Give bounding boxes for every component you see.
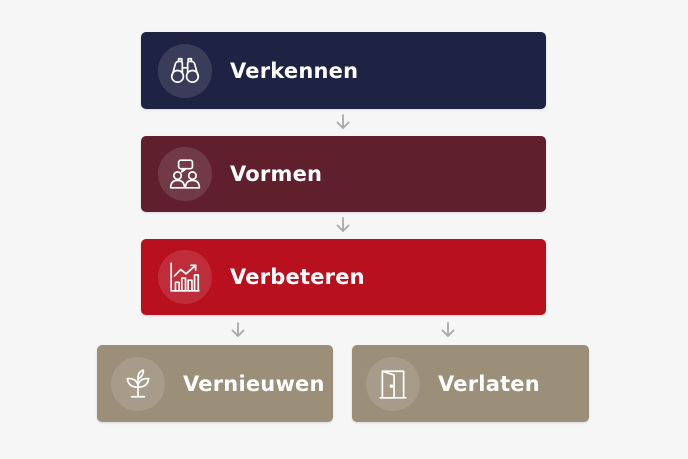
step-verkennen: Verkennen — [141, 32, 546, 109]
step-label: Vernieuwen — [183, 371, 325, 396]
sprout-icon — [126, 368, 150, 398]
exit-door-icon — [379, 369, 407, 399]
step-vernieuwen: Vernieuwen — [97, 345, 333, 422]
binoculars-icon — [170, 57, 200, 83]
step-label: Vormen — [230, 162, 323, 186]
icon-badge — [158, 43, 212, 98]
down-arrow-icon — [333, 215, 353, 235]
icon-badge — [158, 250, 212, 304]
icon-badge — [366, 356, 420, 411]
down-arrow-icon — [333, 112, 353, 132]
step-label: Verbeteren — [230, 265, 365, 289]
icon-badge — [158, 147, 212, 201]
step-verbeteren: Verbeteren — [141, 239, 546, 315]
step-label: Verlaten — [438, 371, 540, 396]
people-chat-icon — [169, 159, 201, 189]
step-verlaten: Verlaten — [352, 345, 589, 422]
down-arrow-icon — [228, 320, 248, 340]
down-arrow-icon — [438, 320, 458, 340]
growth-chart-icon — [170, 262, 200, 292]
icon-badge — [111, 356, 165, 411]
step-vormen: Vormen — [141, 136, 546, 212]
step-label: Verkennen — [230, 58, 359, 83]
